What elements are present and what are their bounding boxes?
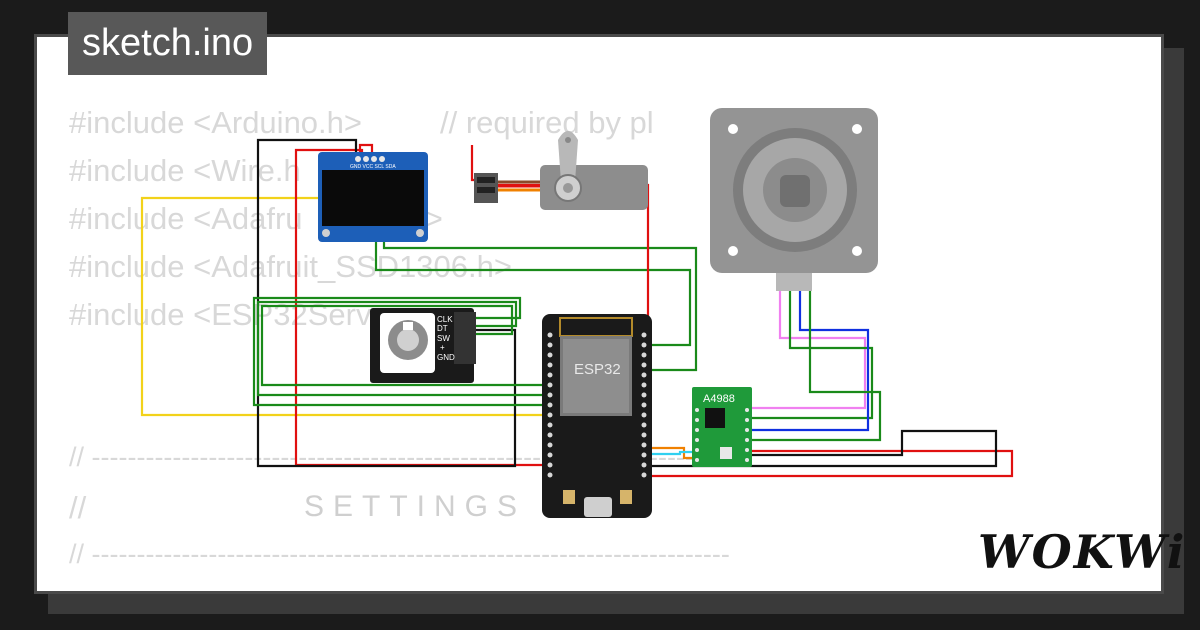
- esp32-board[interactable]: ESP32: [542, 314, 652, 518]
- settings-heading: SETTINGS: [304, 490, 527, 523]
- separator-bottom: // -------------------------------------…: [69, 539, 730, 569]
- wire-red-driver: [640, 449, 1014, 478]
- settings-comment-slash: //: [69, 490, 87, 525]
- encoder-pin-gnd: GND: [437, 353, 455, 362]
- rotary-encoder[interactable]: CLK DT SW + GND: [370, 308, 476, 383]
- wire-black-gnd: [256, 138, 517, 468]
- wire-cyan: [640, 450, 700, 456]
- servo-motor[interactable]: [474, 131, 648, 210]
- code-line-1: #include <Arduino.h>// required by pl: [69, 105, 654, 140]
- stepper-motor[interactable]: [710, 108, 878, 291]
- a4988-driver[interactable]: A4988: [692, 387, 752, 467]
- a4988-label: A4988: [703, 393, 735, 405]
- code-line-2: #include <Wire.h: [69, 153, 301, 188]
- filename-tab[interactable]: sketch.ino: [68, 12, 268, 75]
- wire-black-driver: [640, 429, 998, 468]
- wire-green-enc-3: [260, 304, 560, 387]
- esp32-label: ESP32: [574, 361, 621, 378]
- encoder-pin-sw: SW: [437, 334, 450, 343]
- code-line-4: #include <Adafruit_SSD1306.h>: [69, 249, 512, 284]
- encoder-pin-clk: CLK: [437, 315, 453, 324]
- oled-display[interactable]: GND VCC SCL SDA: [318, 152, 428, 242]
- wokwi-logo: WOKWi: [978, 525, 1187, 579]
- wire-green-coil: [748, 272, 874, 420]
- wire-pink-coil: [748, 272, 867, 410]
- wire-green-coil-2: [748, 272, 882, 442]
- encoder-pin-plus: +: [440, 343, 445, 352]
- oled-pin-labels: GND VCC SCL SDA: [350, 164, 396, 170]
- wire-green-enc-2: [256, 300, 560, 397]
- encoder-pin-dt: DT: [437, 324, 448, 333]
- wire-blue-coil: [748, 272, 870, 432]
